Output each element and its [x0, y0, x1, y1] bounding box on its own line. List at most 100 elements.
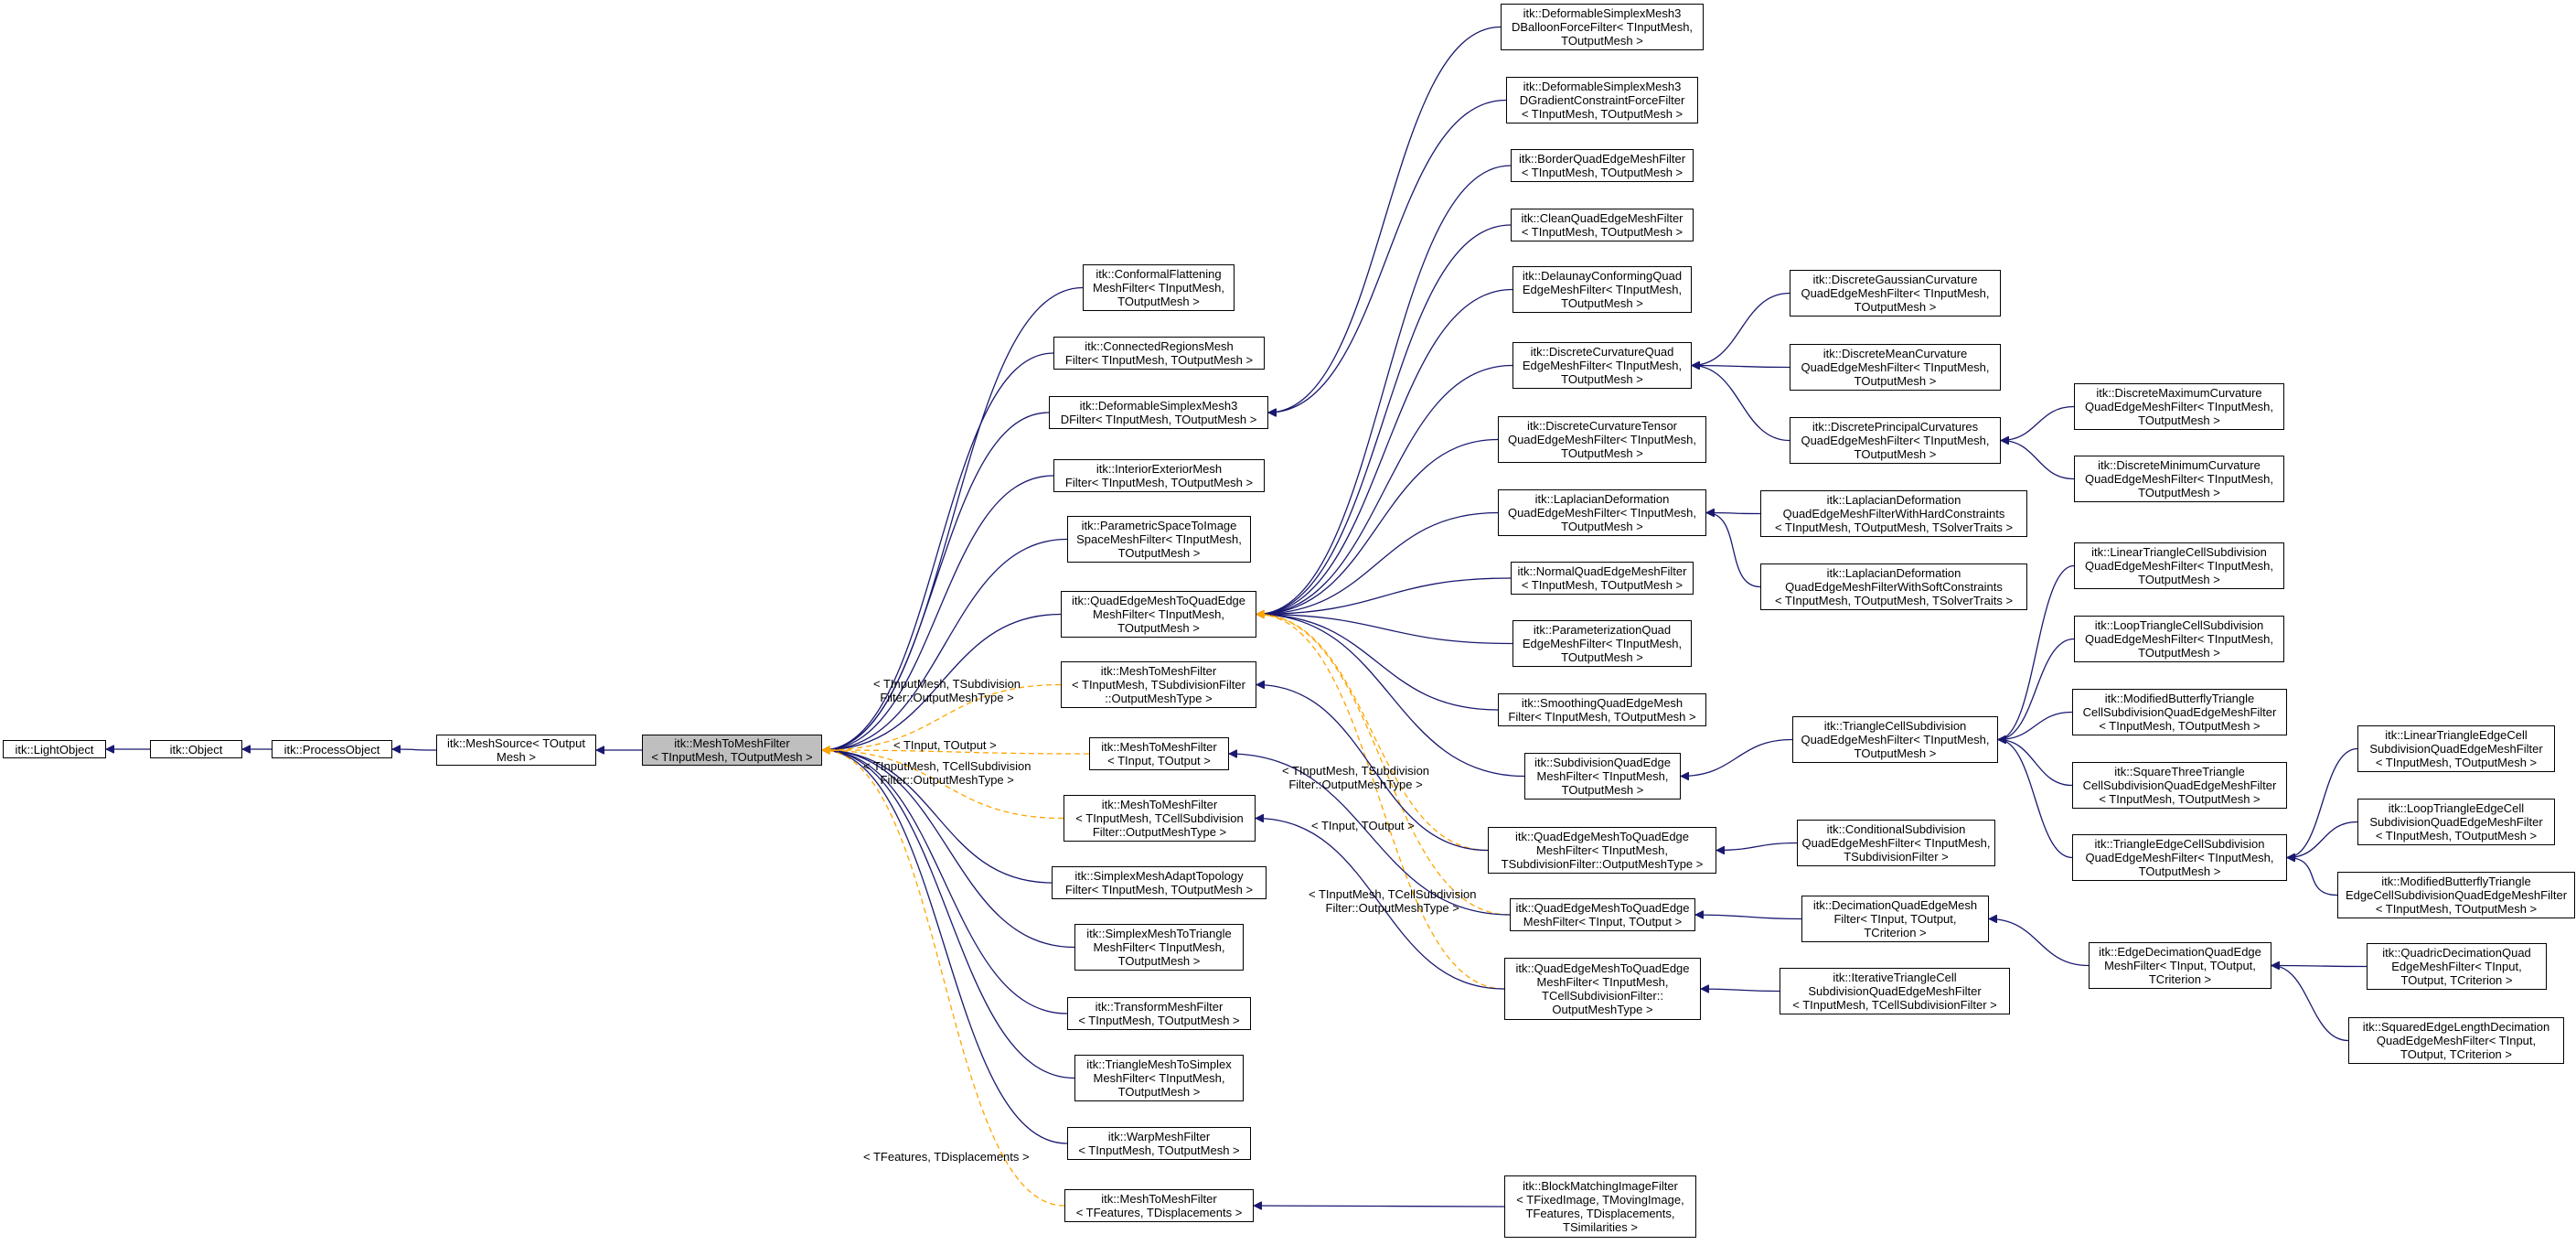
class-name-line: itk::LaplacianDeformation [1826, 566, 1961, 580]
class-node-normal[interactable]: itk::NormalQuadEdgeMeshFilter< TInputMes… [1511, 562, 1694, 595]
class-node-processobject[interactable]: itk::ProcessObject [272, 740, 392, 758]
inheritance-edge-gradient-to-defsimplex [1268, 99, 1507, 413]
class-name-line: TOutput, TCriterion > [2400, 973, 2513, 987]
class-name-line: itk::LaplacianDeformation [1826, 493, 1961, 507]
class-node-m2m_subdiv[interactable]: itk::MeshToMeshFilter< TInputMesh, TSubd… [1061, 661, 1256, 708]
class-name-line: itk::DeformableSimplexMesh3 [1523, 80, 1682, 93]
class-node-blockmatch[interactable]: itk::BlockMatchingImageFilter< TFixedIma… [1504, 1175, 1696, 1238]
class-name-line: itk::DiscreteMaximumCurvature [2096, 386, 2262, 400]
class-node-m2m_feat[interactable]: itk::MeshToMeshFilter< TFeatures, TDispl… [1064, 1189, 1254, 1222]
class-node-m2m_tinput[interactable]: itk::MeshToMeshFilter< TInput, TOutput > [1089, 737, 1229, 770]
class-node-lightobject[interactable]: itk::LightObject [3, 740, 106, 758]
inheritance-edge-qe2qe_subdiv-to-m2m_subdiv [1256, 685, 1489, 852]
class-name-line: itk::SquaredEdgeLengthDecimation [2362, 1020, 2550, 1034]
class-name-line: itk::MeshSource< TOutput [447, 736, 585, 750]
class-name-line: TFeatures, TDisplacements, [1525, 1207, 1675, 1220]
class-name-line: MeshFilter< TInputMesh, [1093, 940, 1225, 954]
inheritance-edge-quadric-to-edgedecim [2271, 966, 2368, 967]
class-name-line: itk::DiscreteCurvatureTensor [1527, 419, 1677, 433]
class-name-line: TOutputMesh > [1561, 296, 1643, 310]
class-name-line: TOutputMesh > [1561, 650, 1643, 664]
template-edge-m2m_feat-to-meshtomesh [822, 750, 1065, 1207]
class-name-line: MeshFilter< TInputMesh, [1093, 281, 1224, 295]
class-name-line: CellSubdivisionQuadEdgeMeshFilter [2082, 778, 2277, 792]
inheritance-edge-delaunay-to-qe2qe [1256, 288, 1513, 615]
class-name-line: itk::ModifiedButterflyTriangle [2104, 692, 2255, 705]
class-name-line: QuadEdgeMeshFilter< TInputMesh, [1507, 506, 1697, 520]
class-name-line: QuadEdgeMeshFilter< TInputMesh, [1801, 434, 1990, 447]
inheritance-edge-tricell-to-subdivqe [1681, 738, 1793, 777]
inheritance-edge-blockmatch-to-m2m_feat [1254, 1206, 1505, 1207]
inheritance-edge-laphard-to-laplacian [1706, 513, 1761, 514]
class-name-line: TOutputMesh > [1117, 546, 1201, 560]
class-name-line: QuadEdgeMeshFilter< TInputMesh, [1801, 733, 1990, 746]
class-node-clean[interactable]: itk::CleanQuadEdgeMeshFilter< TInputMesh… [1511, 209, 1694, 241]
class-name-line: QuadEdgeMeshFilter< TInputMesh, [2084, 559, 2274, 573]
class-name-line: Filter< TInputMesh, TOutputMesh > [1508, 710, 1696, 724]
class-node-warp[interactable]: itk::WarpMeshFilter< TInputMesh, TOutput… [1067, 1127, 1251, 1160]
class-node-m2m_cell[interactable]: itk::MeshToMeshFilter< TInputMesh, TCell… [1064, 795, 1256, 842]
class-name-line: itk::SimplexMeshToTriangle [1086, 927, 1232, 940]
class-name-line: TOutputMesh > [1561, 34, 1643, 48]
class-name-line: TOutputMesh > [2138, 573, 2220, 586]
inheritance-edge-interior-to-meshtomesh [822, 475, 1054, 750]
class-name-line: TOutputMesh > [2138, 413, 2220, 427]
class-name-line: itk::ProcessObject [283, 742, 380, 757]
class-name-line: itk::MeshToMeshFilter [1100, 664, 1217, 678]
class-node-object[interactable]: itk::Object [150, 740, 242, 758]
class-node-transform[interactable]: itk::TransformMeshFilter< TInputMesh, TO… [1067, 997, 1251, 1030]
class-node-meshtomesh[interactable]: itk::MeshToMeshFilter< TInputMesh, TOutp… [642, 735, 822, 766]
inheritance-edge-looptri-to-tricell [1998, 638, 2075, 740]
class-name-line: itk::ConnectedRegionsMesh [1085, 339, 1234, 353]
inheritance-edge-squarededge-to-edgedecim [2271, 966, 2349, 1042]
class-node-border[interactable]: itk::BorderQuadEdgeMeshFilter< TInputMes… [1511, 149, 1694, 182]
class-name-line: TOutputMesh > [1117, 295, 1200, 308]
inheritance-edge-modbutterfly-to-tricell [1998, 711, 2073, 740]
edge-label-line: < TInputMesh, TCellSubdivision [863, 759, 1031, 773]
